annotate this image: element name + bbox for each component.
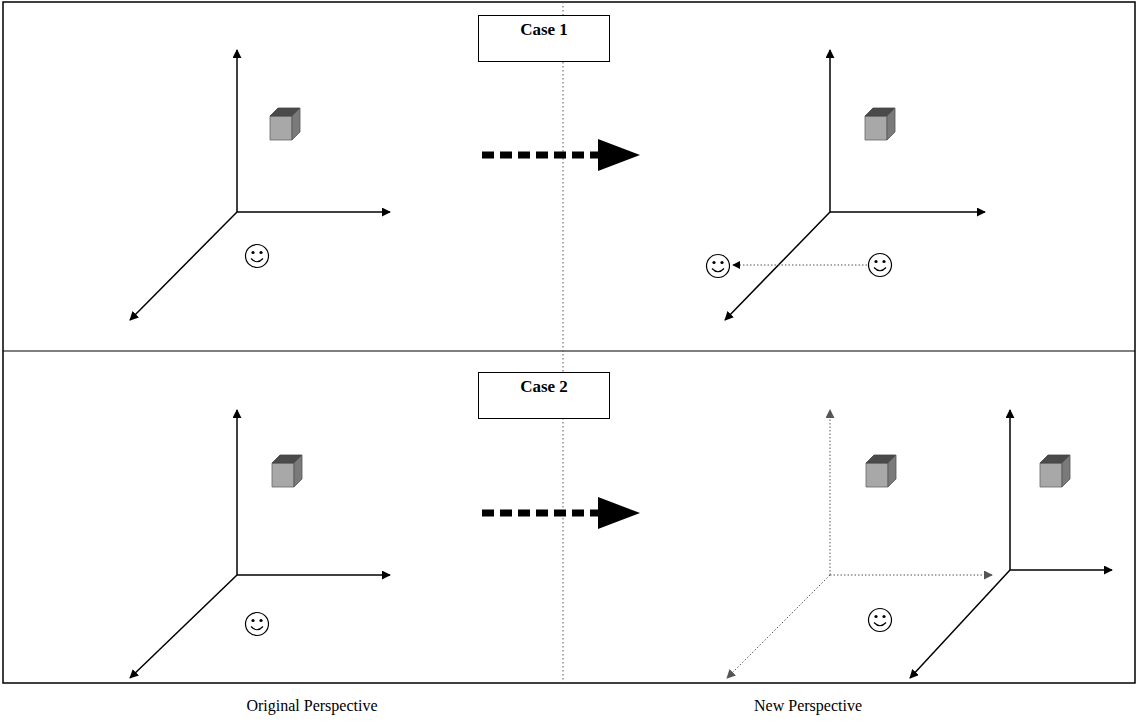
divider (563, 2, 564, 683)
observer (707, 255, 730, 278)
observer (869, 254, 892, 277)
panel-caption: New Perspective (754, 697, 862, 715)
cube (272, 455, 302, 487)
axes (130, 410, 390, 678)
cube (1040, 455, 1070, 487)
move-arrow (733, 265, 867, 266)
transition-arrow (482, 139, 640, 171)
old-axes (727, 410, 992, 678)
case-title: Case 1 (520, 20, 568, 40)
cube (865, 108, 895, 140)
transition-arrow (482, 497, 640, 529)
axes (725, 50, 985, 320)
frame (3, 2, 1135, 683)
cube (866, 455, 896, 487)
panel-caption: Original Perspective (246, 697, 377, 715)
axes (910, 410, 1112, 678)
case-box: Case 2 (478, 372, 610, 419)
case-box: Case 1 (478, 15, 610, 62)
axes (130, 50, 390, 320)
divider (3, 350, 1135, 351)
observer (246, 245, 269, 268)
observer (869, 609, 892, 632)
case-title: Case 2 (520, 377, 568, 397)
observer (246, 613, 269, 636)
cube (270, 108, 300, 140)
